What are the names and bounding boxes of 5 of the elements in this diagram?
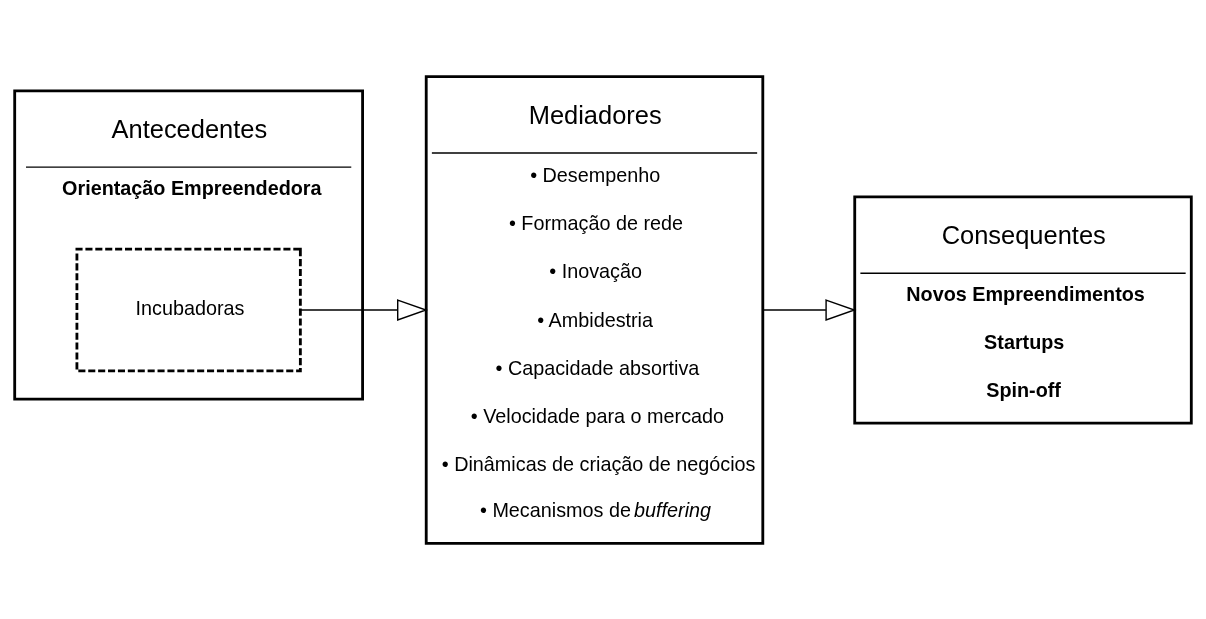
arrow	[300, 298, 429, 321]
node-box: Mediadores • Desempenho • Formação de rede • Inovação • Ambidestria • Capacidade absortiva • Velocidade para o mercado • Dinâmicas de criação de negócios • Mecanismos de buffering	[424, 74, 765, 545]
node-box: Consequentes Novos Empreendimentos Startups Spin-off	[853, 194, 1193, 425]
node-box: Incubadoras	[75, 247, 302, 372]
arrow	[762, 298, 857, 321]
